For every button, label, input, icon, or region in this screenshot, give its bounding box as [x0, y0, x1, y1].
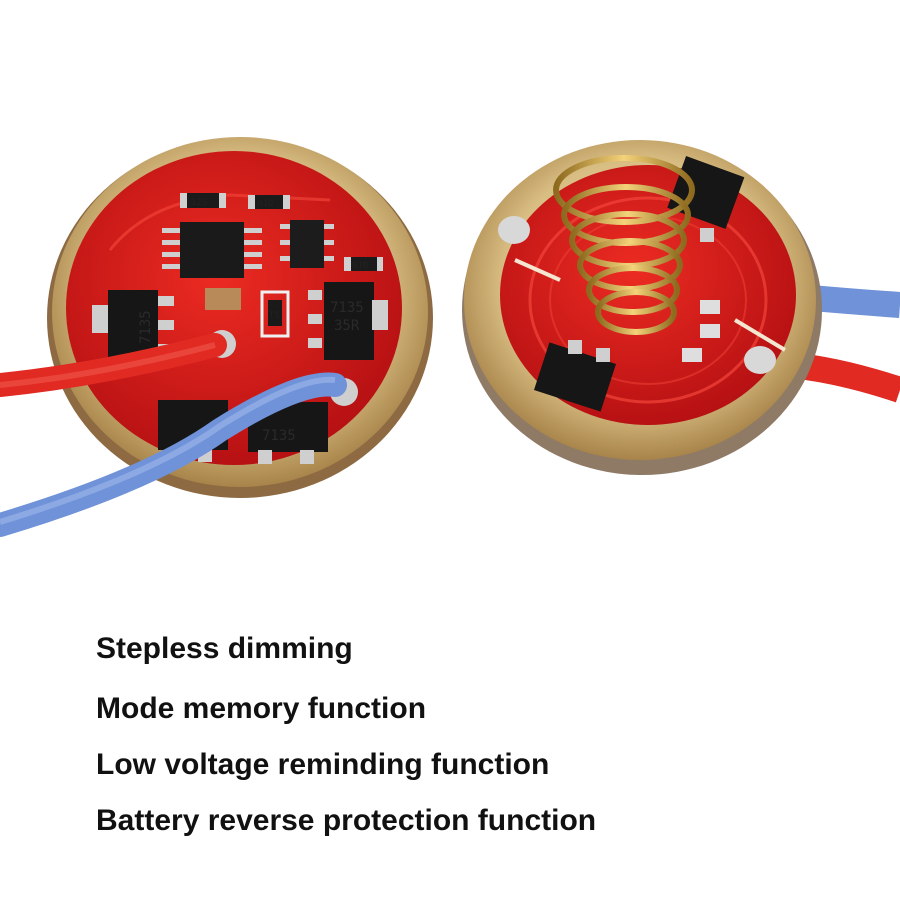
svg-text:01D: 01D — [352, 261, 368, 271]
svg-text:12S: 12S — [191, 198, 207, 208]
regulator-right: 7135 35R — [308, 282, 388, 360]
controller-ic — [162, 222, 262, 278]
feature-item: Mode memory function — [96, 692, 427, 725]
svg-text:35R: 35R — [334, 318, 360, 334]
feature-item: Stepless dimming — [96, 632, 353, 665]
svg-text:7135: 7135 — [262, 428, 296, 444]
svg-text:01D: 01D — [257, 199, 273, 209]
svg-text:7135: 7135 — [330, 300, 364, 316]
product-photo: 12S 01D 01D TS — [0, 137, 900, 537]
small-ic — [280, 220, 334, 268]
left-board-wires — [0, 333, 347, 537]
svg-text:TS: TS — [269, 311, 280, 321]
svg-text:7135: 7135 — [138, 310, 154, 344]
feature-list: Stepless dimming Mode memory function Lo… — [96, 632, 596, 838]
battery-spring — [553, 155, 695, 335]
resistor-01D-right: 01D — [344, 257, 383, 271]
mosfet-ts: TS — [260, 290, 290, 338]
feature-item: Battery reverse protection function — [96, 804, 597, 837]
right-driver-board — [462, 140, 900, 475]
feature-item: Low voltage reminding function — [96, 748, 550, 781]
right-regulator-bottom — [533, 340, 617, 412]
capacitor — [205, 288, 241, 310]
resistor-01D-top: 01D — [248, 195, 290, 209]
resistor-12S: 12S — [180, 193, 226, 208]
left-driver-board: 12S 01D 01D TS — [47, 137, 433, 498]
